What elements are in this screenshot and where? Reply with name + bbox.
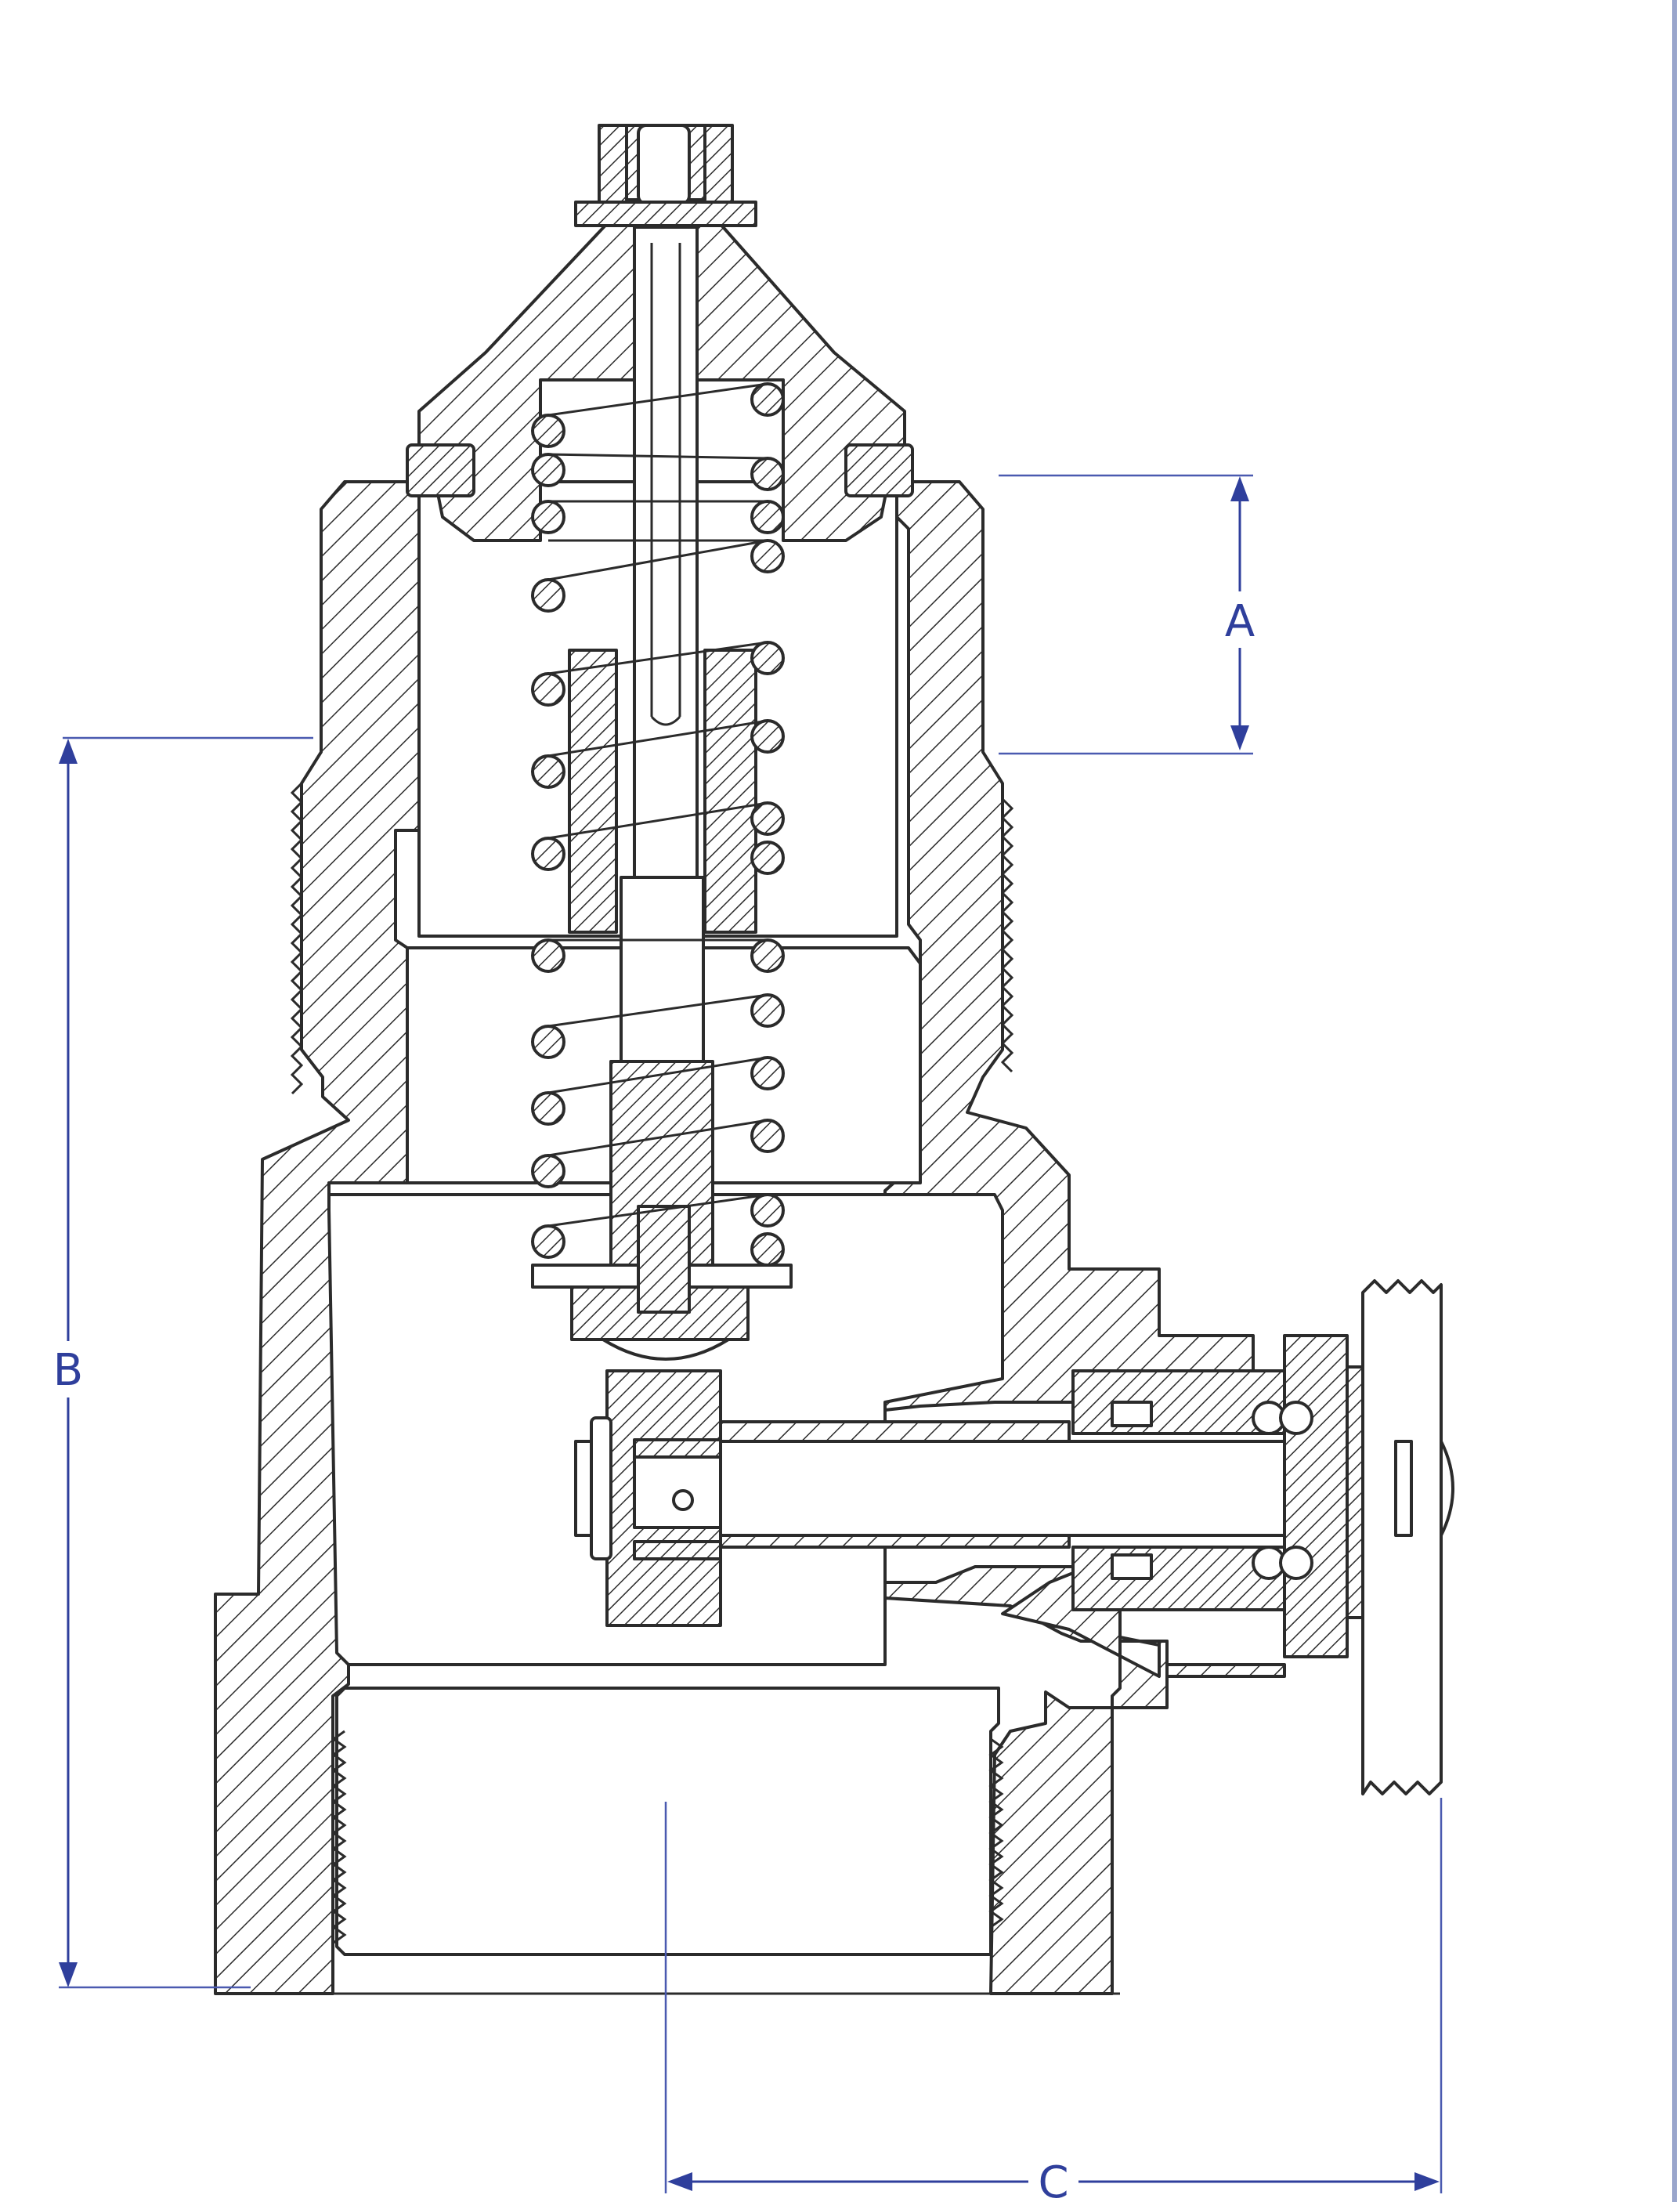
- cam-hole: [633, 1452, 722, 1529]
- inlet-thread-right: [988, 1737, 1004, 1929]
- spring-coil: [531, 414, 565, 448]
- cam-bush-bottom: [633, 1540, 722, 1560]
- spring-coil: [750, 500, 785, 534]
- spindle: [633, 226, 699, 879]
- spring-coil: [750, 841, 785, 875]
- spring-coil: [750, 1232, 785, 1267]
- spring-coil: [750, 641, 785, 675]
- inlet-bore: [335, 1687, 1000, 1956]
- dim-c-arrow-right: [1414, 2172, 1440, 2191]
- right-thread: [1000, 797, 1014, 1073]
- spring-assembly: [531, 382, 793, 1361]
- dim-a-arrow-down: [1230, 725, 1249, 750]
- spring-coil: [531, 672, 565, 707]
- stem-lower: [620, 876, 705, 1067]
- bonnet-ring-right: [844, 443, 914, 497]
- dim-c-label: C: [1038, 2157, 1068, 2202]
- spring-coil: [750, 938, 785, 973]
- packing-ring: [1111, 1553, 1153, 1580]
- spring-coil: [750, 993, 785, 1028]
- left-thread: [290, 782, 304, 1095]
- spring-coil: [750, 457, 785, 491]
- spring-coil: [531, 500, 565, 534]
- inlet-thread-left: [331, 1730, 347, 1944]
- handwheel-key: [1394, 1440, 1413, 1537]
- dimension-a: A: [999, 474, 1261, 755]
- shaft-end-washer: [590, 1416, 612, 1560]
- dim-c-label-bg: [1028, 2150, 1078, 2202]
- spring-coil: [750, 1056, 785, 1090]
- spring-coil: [750, 382, 785, 417]
- cam-pin: [672, 1489, 694, 1511]
- dim-a-arrow-up: [1230, 476, 1249, 501]
- spring-coil: [531, 837, 565, 871]
- dim-a-label-bg: [1219, 591, 1261, 648]
- handwheel-boss: [1440, 1440, 1454, 1537]
- lift-lever-assembly: [574, 1279, 1454, 1795]
- bonnet-ring-left: [406, 443, 475, 497]
- dim-c-arrow-left: [667, 2172, 692, 2191]
- disc-insert: [637, 1205, 691, 1314]
- handwheel-hub: [1346, 1365, 1364, 1619]
- packing-ball: [1279, 1401, 1313, 1435]
- handwheel: [1361, 1279, 1443, 1795]
- spring-sleeve-right: [703, 649, 757, 934]
- spindle-slot-end: [650, 715, 681, 726]
- spring-coil: [531, 578, 565, 613]
- packing-ring: [1111, 1401, 1153, 1427]
- dimension-b: B: [47, 736, 313, 1989]
- dim-b-label: B: [53, 1345, 83, 1396]
- valve-disc: [602, 1338, 730, 1361]
- spring-coil: [531, 1091, 565, 1126]
- spring-coil: [531, 1224, 565, 1259]
- spring-coil: [531, 453, 565, 487]
- adjust-screw-head: [637, 124, 691, 205]
- spring-coil: [531, 938, 565, 973]
- spring-coil: [531, 754, 565, 789]
- spring-coil: [750, 539, 785, 573]
- body-bottom-right-wall: [989, 1565, 1169, 1995]
- spring-wire: [547, 382, 768, 1228]
- packing-cap: [1283, 1334, 1349, 1658]
- dim-b-arrow-down: [59, 1962, 78, 1987]
- spring-coil: [750, 801, 785, 836]
- dim-b-arrow-up: [59, 739, 78, 764]
- spring-coil: [750, 719, 785, 754]
- cam-bush-top: [633, 1438, 722, 1459]
- spring-sleeve-left: [568, 649, 618, 934]
- dim-b-label-bg: [47, 1341, 89, 1397]
- dimension-c: C: [664, 1798, 1443, 2202]
- spring-coil: [531, 1154, 565, 1188]
- spring-coil: [750, 1119, 785, 1153]
- dim-a-label: A: [1225, 596, 1255, 647]
- spring-coil: [531, 1025, 565, 1059]
- lock-washer: [574, 201, 757, 227]
- packing-ball: [1279, 1546, 1313, 1580]
- spring-coil: [750, 1193, 785, 1228]
